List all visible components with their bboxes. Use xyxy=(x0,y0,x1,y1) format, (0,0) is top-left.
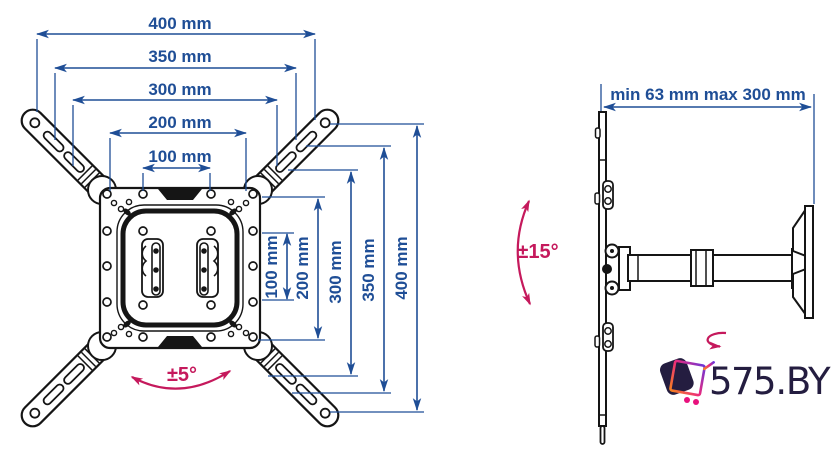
dim-vertical-100: 100 mm xyxy=(262,232,294,301)
plate-top-notch xyxy=(158,189,202,200)
dim-label-h-100: 100 mm xyxy=(148,147,211,166)
tilt-angle-label: ±15° xyxy=(517,241,558,263)
dim-horizontal-300: 300 mm xyxy=(71,80,279,166)
dim-label-h-300: 300 mm xyxy=(148,80,211,99)
dim-horizontal-350: 350 mm xyxy=(53,47,298,140)
tilt-angle-annotation: ±15° xyxy=(516,199,559,306)
dim-label-h-350: 350 mm xyxy=(148,47,211,66)
swivel-angle-annotation: ±5° xyxy=(130,364,232,390)
side-upper-clamp xyxy=(594,180,614,210)
rotation-arrow-icon xyxy=(706,331,727,350)
rail-right xyxy=(196,238,219,298)
front-view-bracket xyxy=(16,104,344,432)
plate-ring xyxy=(120,208,240,328)
swivel-arc xyxy=(130,370,232,390)
plate-bottom-notch xyxy=(158,336,202,347)
logo-text-middle: 7 xyxy=(731,360,753,403)
side-arm xyxy=(627,249,794,287)
dim-label-v-200: 200 mm xyxy=(293,236,312,299)
dim-label-depth: min 63 mm max 300 mm xyxy=(610,85,806,104)
corner-hole-clusters xyxy=(110,198,250,338)
side-view: min 63 mm max 300 mm xyxy=(516,84,815,445)
dim-horizontal-400: 400 mm xyxy=(35,14,317,120)
dim-label-h-200: 200 mm xyxy=(148,113,211,132)
dim-label-v-350: 350 mm xyxy=(359,238,378,301)
dim-vertical-350: 350 mm xyxy=(292,145,391,394)
plate-ring-outer xyxy=(116,204,244,332)
side-wall-bracket xyxy=(791,205,814,319)
dim-label-h-400: 400 mm xyxy=(148,14,211,33)
rail-left xyxy=(141,238,164,298)
front-view: 400 mm 350 mm 300 mm 200 mm 100 mm xyxy=(16,14,424,432)
cart-wheel-icon xyxy=(693,399,699,405)
dim-label-v-400: 400 mm xyxy=(392,236,411,299)
swivel-angle-label: ±5° xyxy=(167,364,197,386)
dim-depth: min 63 mm max 300 mm xyxy=(600,84,815,204)
side-tv-plate xyxy=(594,111,631,445)
side-lower-clamp xyxy=(594,322,614,352)
dim-label-v-300: 300 mm xyxy=(326,240,345,303)
cart-wheel-icon xyxy=(684,397,690,403)
logo-575by: 5 7 5.BY xyxy=(660,358,832,405)
logo-text-suffix: 5.BY xyxy=(753,360,831,403)
dim-vertical-400: 400 mm xyxy=(330,123,424,413)
dim-label-v-100: 100 mm xyxy=(262,235,281,298)
dim-horizontal-100: 100 mm xyxy=(141,147,212,191)
dim-vertical-200: 200 mm xyxy=(258,196,325,341)
dim-horizontal-200: 200 mm xyxy=(108,113,248,191)
logo-square-icon xyxy=(660,358,694,395)
dim-vertical-300: 300 mm xyxy=(268,169,358,377)
tilt-arc xyxy=(516,199,531,306)
shopping-cart-icon xyxy=(669,359,715,397)
side-hinge xyxy=(602,243,631,296)
logo-text-left: 5 xyxy=(709,360,731,403)
